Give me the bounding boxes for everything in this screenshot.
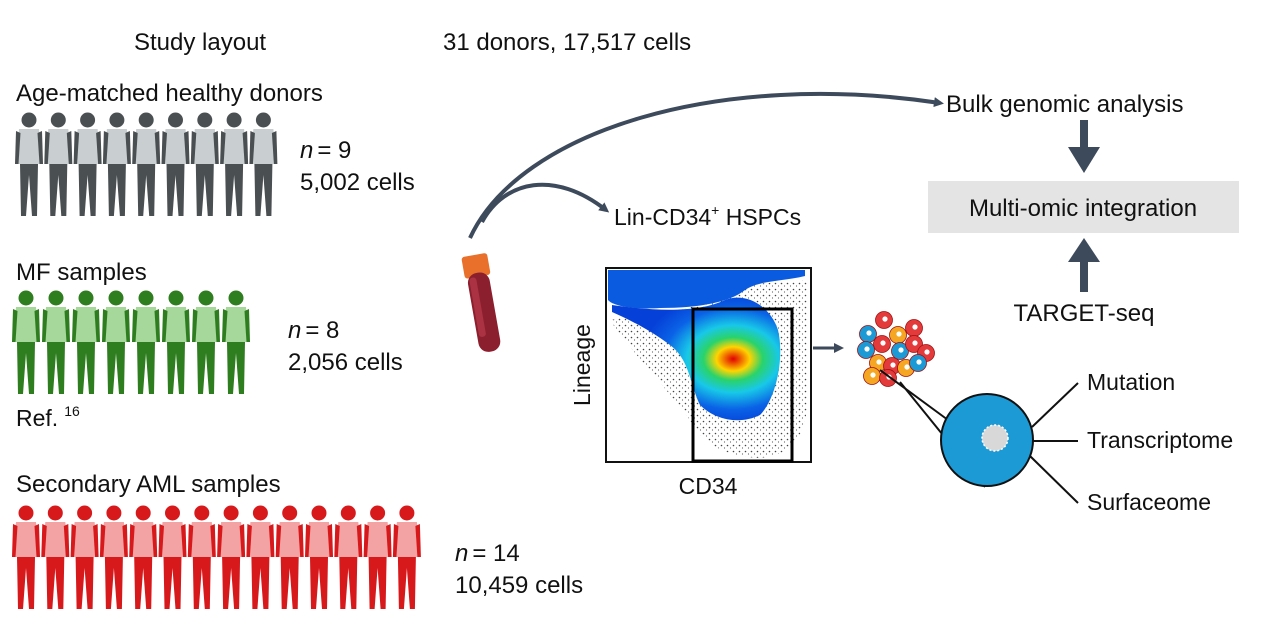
person-icon xyxy=(72,290,100,394)
output-transcriptome: Transcriptome xyxy=(1087,427,1233,453)
cd34-gate xyxy=(691,307,794,463)
integration-label: Multi-omic integration xyxy=(969,195,1197,222)
nucleus-icon xyxy=(924,349,930,355)
flow-cytometry-plot xyxy=(605,267,812,463)
person-icon xyxy=(187,505,216,609)
mf-sample-figures xyxy=(12,290,250,394)
person-icon xyxy=(192,290,220,394)
nucleus-icon xyxy=(912,324,918,330)
nucleus-icon xyxy=(864,346,870,352)
bulk-genomic-label: Bulk genomic analysis xyxy=(946,91,1183,118)
group-label-mf: MF samples xyxy=(16,259,147,286)
aml-cells: 10,459 cells xyxy=(455,572,583,599)
person-icon xyxy=(249,112,278,216)
aml-n: n= 14 xyxy=(455,540,520,567)
branch-surfaceome xyxy=(1029,455,1079,504)
person-icon xyxy=(220,112,249,216)
nucleus-icon xyxy=(890,362,896,368)
donors-cells-summary: 31 donors, 17,517 cells xyxy=(443,29,691,56)
person-icon xyxy=(42,290,70,394)
group-label-healthy: Age-matched healthy donors xyxy=(16,80,323,107)
person-icon xyxy=(41,505,70,609)
mf-cells: 2,056 cells xyxy=(288,349,403,376)
person-icon xyxy=(102,290,130,394)
nucleus-icon xyxy=(916,359,922,365)
person-icon xyxy=(305,505,333,609)
person-icon xyxy=(217,505,246,609)
cell-cluster-icon xyxy=(857,311,935,387)
person-icon xyxy=(334,505,363,609)
target-seq-label: TARGET-seq xyxy=(1014,300,1155,327)
blood-tube-icon xyxy=(461,253,501,352)
person-icon xyxy=(132,290,160,394)
nucleus-icon xyxy=(870,372,876,378)
single-cell-icon xyxy=(940,393,1034,487)
nucleus-icon xyxy=(898,347,904,353)
integration-box xyxy=(928,181,1239,233)
person-icon xyxy=(73,112,102,216)
study-layout-title: Study layout xyxy=(134,29,266,56)
nucleus-icon xyxy=(876,359,882,365)
mf-reference: Ref.16 xyxy=(16,403,80,431)
hspc-label: Lin-CD34+ HSPCs xyxy=(614,202,801,230)
healthy-donor-figures xyxy=(15,112,278,216)
person-icon xyxy=(99,505,128,609)
group-label-aml: Secondary AML samples xyxy=(16,471,281,498)
person-icon xyxy=(190,112,219,216)
person-icon xyxy=(15,112,43,216)
output-mutation: Mutation xyxy=(1087,369,1175,395)
nucleus-icon xyxy=(880,340,886,346)
person-icon xyxy=(129,505,158,609)
person-icon xyxy=(132,112,161,216)
y-axis-label: Lineage xyxy=(569,324,595,406)
nucleus-icon xyxy=(896,331,902,337)
person-icon xyxy=(12,290,40,394)
nucleus-icon xyxy=(866,330,872,336)
person-icon xyxy=(158,505,187,609)
nucleus-icon xyxy=(882,316,888,322)
nucleus-icon xyxy=(912,340,918,346)
person-icon xyxy=(12,505,40,609)
arrow-to-bulk xyxy=(468,92,944,239)
branch-mutation xyxy=(1031,382,1079,428)
person-icon xyxy=(392,505,421,609)
arrow-down-icon xyxy=(1068,120,1100,173)
person-icon xyxy=(161,112,190,216)
person-icon xyxy=(222,290,250,394)
person-icon xyxy=(102,112,131,216)
x-axis-label: CD34 xyxy=(679,473,738,499)
zoom-line-top xyxy=(879,369,949,421)
person-icon xyxy=(70,505,99,609)
arrow-up-icon xyxy=(1068,238,1100,292)
healthy-n: n= 9 xyxy=(300,137,351,164)
person-icon xyxy=(275,505,304,609)
nucleus-icon xyxy=(904,364,910,370)
arrow-to-hspc xyxy=(480,182,610,223)
healthy-cells: 5,002 cells xyxy=(300,169,415,196)
aml-sample-figures xyxy=(12,505,421,609)
person-icon xyxy=(162,290,190,394)
output-surfaceome: Surfaceome xyxy=(1087,489,1211,515)
person-icon xyxy=(363,505,392,609)
person-icon xyxy=(246,505,275,609)
person-icon xyxy=(44,112,73,216)
mf-n: n= 8 xyxy=(288,317,339,344)
